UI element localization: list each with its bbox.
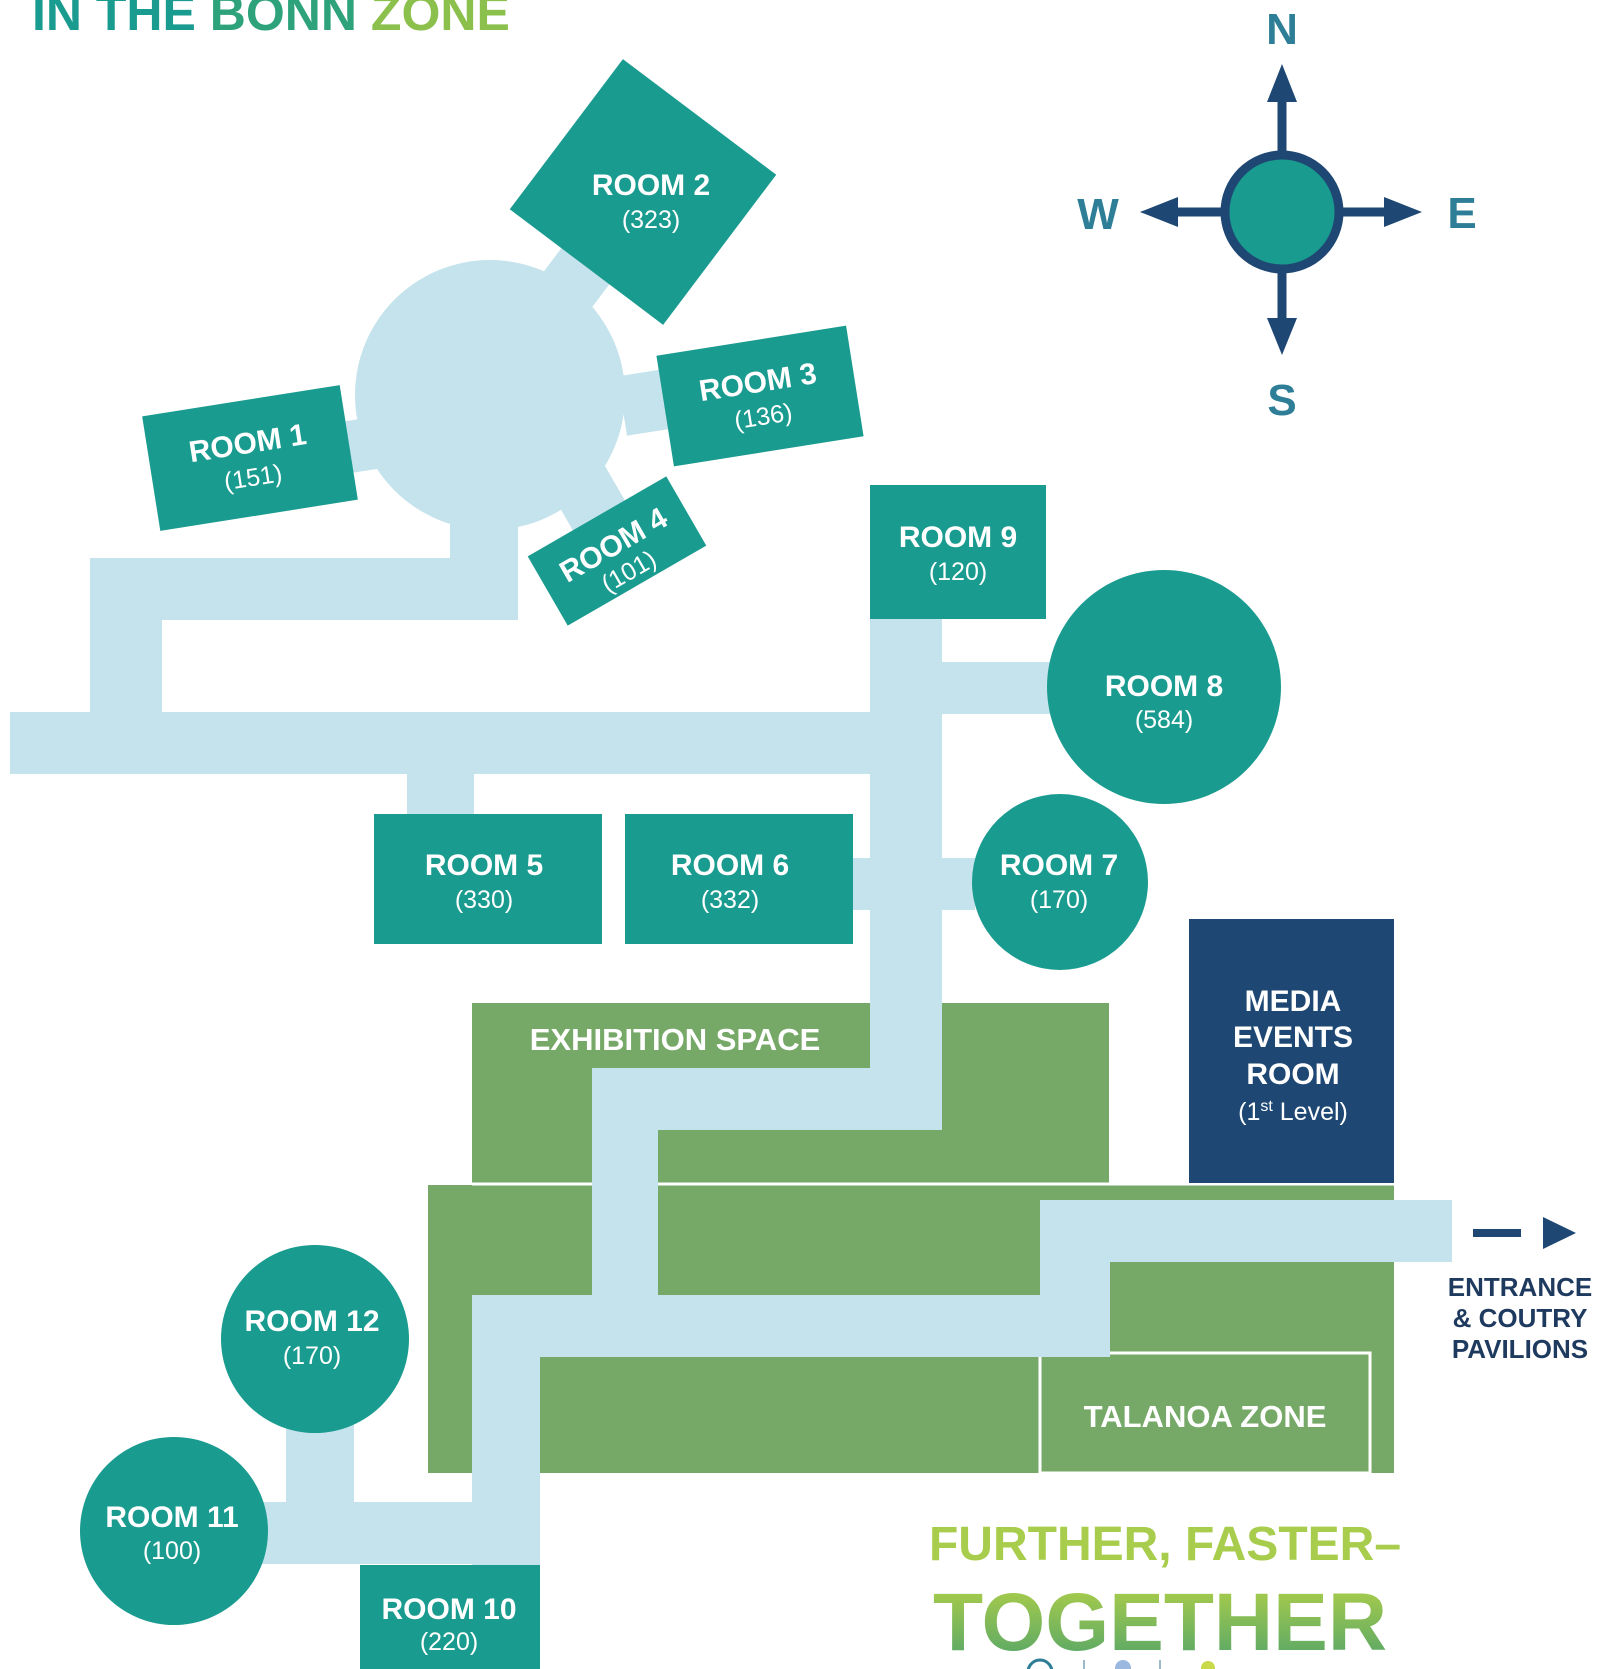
room-1[interactable]: ROOM 1 (151) — [142, 385, 358, 531]
logo-globe-icon — [1115, 1660, 1131, 1669]
room-3[interactable]: ROOM 3 (136) — [656, 325, 864, 467]
partner-logos — [1026, 1658, 1215, 1669]
zone-title: IN THE BONN ZONE — [32, 0, 510, 41]
room-5[interactable]: ROOM 5 (330) — [374, 814, 602, 944]
room-9-capacity: (120) — [929, 558, 987, 586]
room-10[interactable]: ROOM 10 (220) — [360, 1565, 540, 1669]
exhibition-space-label: EXHIBITION SPACE — [530, 1022, 821, 1057]
room-9[interactable]: ROOM 9 (120) — [870, 485, 1046, 619]
corridors — [10, 233, 1452, 1669]
arrow-left-icon — [1140, 197, 1178, 227]
media-room-level: (1st Level) — [1238, 1098, 1348, 1126]
arrow-right-icon — [1384, 197, 1422, 227]
room-2-capacity: (323) — [622, 206, 680, 234]
room-7-capacity: (170) — [1030, 886, 1088, 914]
room-6[interactable]: ROOM 6 (332) — [625, 814, 853, 944]
room-10-capacity: (220) — [420, 1628, 478, 1656]
entrance-arrow-icon — [1473, 1217, 1576, 1249]
entrance-label-line1: ENTRANCE — [1448, 1272, 1592, 1302]
room-8-name: ROOM 8 — [1105, 670, 1223, 703]
room-6-name: ROOM 6 — [671, 849, 789, 882]
entrance-label-line2: & COUTRY — [1453, 1303, 1588, 1333]
media-events-room[interactable]: MEDIA EVENTS ROOM (1st Level) — [1189, 919, 1394, 1183]
media-room-line2: EVENTS — [1233, 1021, 1353, 1054]
room-8[interactable]: ROOM 8 (584) — [1047, 570, 1281, 804]
compass-south: S — [1267, 376, 1296, 425]
slogan-line2: TOGETHER — [933, 1577, 1387, 1668]
room-5-capacity: (330) — [455, 886, 513, 914]
compass-center — [1220, 150, 1344, 274]
talanoa-zone — [1038, 1351, 1372, 1475]
room-9-name: ROOM 9 — [899, 521, 1017, 554]
room-10-name: ROOM 10 — [381, 1593, 516, 1626]
room-7-name: ROOM 7 — [1000, 849, 1118, 882]
compass — [1140, 64, 1422, 355]
room-7[interactable]: ROOM 7 (170) — [972, 794, 1148, 970]
talanoa-zone-label: TALANOA ZONE — [1084, 1399, 1327, 1434]
room-11-name: ROOM 11 — [105, 1501, 238, 1534]
room-2[interactable] — [509, 59, 777, 325]
logo-circle-icon — [1026, 1658, 1054, 1669]
compass-west: W — [1077, 190, 1119, 239]
media-room-line1: MEDIA — [1245, 985, 1342, 1018]
room-6-capacity: (332) — [701, 886, 759, 914]
room-12-name: ROOM 12 — [244, 1305, 379, 1338]
entrance-label-line3: PAVILIONS — [1452, 1334, 1588, 1364]
room-11[interactable]: ROOM 11 (100) — [80, 1437, 268, 1625]
room-11-capacity: (100) — [143, 1537, 201, 1565]
media-room-line3: ROOM — [1246, 1058, 1339, 1091]
room-12[interactable]: ROOM 12 (170) — [221, 1245, 409, 1433]
compass-east: E — [1447, 189, 1476, 238]
room-5-name: ROOM 5 — [425, 849, 543, 882]
room-2-name: ROOM 2 — [592, 169, 710, 202]
arrow-up-icon — [1267, 64, 1297, 102]
logo-leaf-icon — [1201, 1661, 1215, 1669]
room-12-capacity: (170) — [283, 1342, 341, 1370]
room-8-capacity: (584) — [1135, 706, 1193, 734]
slogan-line1: FURTHER, FASTER– — [929, 1518, 1401, 1571]
compass-north: N — [1266, 5, 1298, 54]
arrow-down-icon — [1267, 318, 1297, 355]
